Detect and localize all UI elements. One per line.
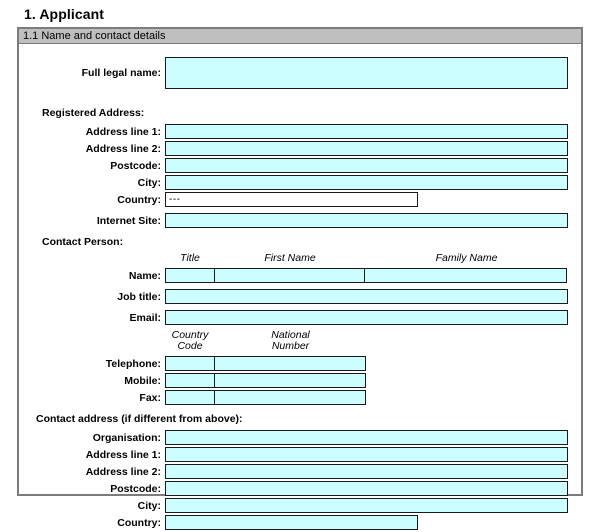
contact-address-line-2-label: Address line 2:: [85, 465, 161, 478]
mobile-field-group: [165, 373, 366, 388]
telephone-national-number-input[interactable]: [214, 356, 366, 371]
full-legal-name-input[interactable]: [165, 57, 568, 89]
contact-person-group-label: Contact Person:: [42, 236, 124, 248]
phone-national-number-column-header: National Number: [215, 330, 366, 352]
row-contact-job-title: Job title:: [19, 288, 581, 305]
reg-address-line-1-label: Address line 1:: [85, 125, 161, 138]
name-family-name-column-header: Family Name: [435, 252, 498, 264]
contact-email-label: Email:: [129, 311, 161, 324]
contact-job-title-input[interactable]: [165, 289, 568, 304]
telephone-label: Telephone:: [105, 357, 161, 370]
row-mobile: Mobile:: [19, 372, 581, 389]
contact-address-line-2-input[interactable]: [165, 464, 568, 479]
mobile-national-number-input[interactable]: [214, 373, 366, 388]
contact-name-family-name-input[interactable]: [364, 268, 567, 283]
page-title: 1. Applicant: [24, 6, 105, 22]
contact-country-input[interactable]: [165, 515, 418, 530]
contact-city-label: City:: [137, 499, 161, 512]
row-reg-address-line-1: Address line 1:: [19, 123, 581, 140]
row-full-legal-name: Full legal name:: [19, 57, 581, 89]
contact-city-input[interactable]: [165, 498, 568, 513]
contact-job-title-label: Job title:: [117, 290, 161, 303]
row-reg-country: Country: ---: [19, 191, 581, 208]
row-contact-email: Email:: [19, 309, 581, 326]
contact-address-line-1-input[interactable]: [165, 447, 568, 462]
reg-country-label: Country:: [117, 193, 161, 206]
reg-city-input[interactable]: [165, 175, 568, 190]
reg-postcode-input[interactable]: [165, 158, 568, 173]
reg-address-line-2-label: Address line 2:: [85, 142, 161, 155]
row-contact-address-line-1: Address line 1:: [19, 446, 581, 463]
row-contact-postcode: Postcode:: [19, 480, 581, 497]
row-contact-name: Name:: [19, 267, 581, 284]
contact-organisation-input[interactable]: [165, 430, 568, 445]
phone-national-number-header-line2: Number: [271, 340, 310, 352]
name-title-column-header: Title: [180, 252, 200, 264]
contact-country-label: Country:: [117, 516, 161, 529]
mobile-label: Mobile:: [124, 374, 161, 387]
phone-country-code-column-header: Country Code: [165, 330, 215, 352]
contact-address-line-1-label: Address line 1:: [85, 448, 161, 461]
row-contact-country: Country:: [19, 514, 581, 531]
contact-postcode-input[interactable]: [165, 481, 568, 496]
fax-label: Fax:: [139, 391, 161, 404]
row-fax: Fax:: [19, 389, 581, 406]
phone-country-code-header-line2: Code: [177, 340, 203, 352]
panel-body: Full legal name: Registered Address: Add…: [19, 44, 581, 530]
contact-name-title-input[interactable]: [165, 268, 215, 283]
contact-address-group-label: Contact address (if different from above…: [36, 413, 243, 425]
row-reg-city: City:: [19, 174, 581, 191]
fax-country-code-input[interactable]: [165, 390, 215, 405]
row-contact-organisation: Organisation:: [19, 429, 581, 446]
reg-postcode-label: Postcode:: [110, 159, 161, 172]
contact-name-first-name-input[interactable]: [214, 268, 365, 283]
internet-site-label: Internet Site:: [96, 214, 161, 227]
row-reg-address-line-2: Address line 2:: [19, 140, 581, 157]
contact-name-label: Name:: [128, 269, 161, 282]
applicant-panel: 1.1 Name and contact details Full legal …: [17, 27, 583, 530]
telephone-country-code-input[interactable]: [165, 356, 215, 371]
contact-email-input[interactable]: [165, 310, 568, 325]
phone-national-number-header-line1: National: [271, 329, 310, 341]
telephone-field-group: [165, 356, 366, 371]
phone-country-code-header-line1: Country: [171, 329, 209, 341]
row-telephone: Telephone:: [19, 355, 581, 372]
reg-address-line-2-input[interactable]: [165, 141, 568, 156]
reg-city-label: City:: [137, 176, 161, 189]
contact-postcode-label: Postcode:: [110, 482, 161, 495]
reg-country-select[interactable]: ---: [165, 192, 418, 207]
full-legal-name-label: Full legal name:: [81, 67, 161, 79]
fax-field-group: [165, 390, 366, 405]
reg-address-line-1-input[interactable]: [165, 124, 568, 139]
row-internet-site: Internet Site:: [19, 212, 581, 229]
contact-name-field-group: [165, 268, 567, 283]
registered-address-group-label: Registered Address:: [42, 107, 145, 119]
row-contact-address-line-2: Address line 2:: [19, 463, 581, 480]
mobile-country-code-input[interactable]: [165, 373, 215, 388]
subsection-header: 1.1 Name and contact details: [19, 29, 581, 44]
contact-organisation-label: Organisation:: [92, 431, 161, 444]
row-contact-city: City:: [19, 497, 581, 514]
fax-national-number-input[interactable]: [214, 390, 366, 405]
row-reg-postcode: Postcode:: [19, 157, 581, 174]
name-first-name-column-header: First Name: [264, 252, 316, 264]
internet-site-input[interactable]: [165, 213, 568, 228]
